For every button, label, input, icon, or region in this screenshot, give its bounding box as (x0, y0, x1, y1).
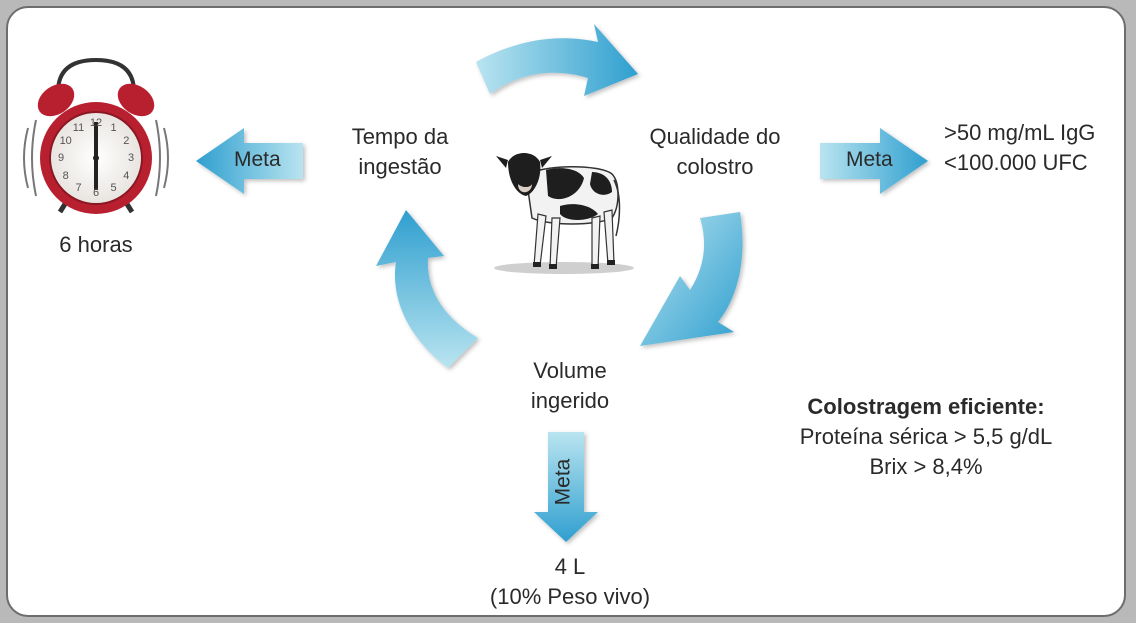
efficiency-line2: Brix > 8,4% (869, 454, 983, 479)
node-quality-line1: Qualidade do (649, 124, 781, 149)
node-quality-line2: colostro (676, 154, 754, 179)
clock-number: 10 (59, 134, 72, 147)
clock-number: 12 (89, 117, 103, 129)
node-volume-ingested: Volume ingerido (500, 356, 640, 416)
quality-goal-line1: >50 mg/mL IgG (944, 120, 1096, 145)
goal-arrow-left (196, 128, 303, 194)
volume-goal: 4 L (10% Peso vivo) (470, 552, 670, 612)
clock-number: 11 (72, 121, 85, 134)
efficiency-criteria: Colostragem eficiente: Proteína sérica >… (766, 392, 1086, 482)
node-volume-line2: ingerido (530, 388, 610, 413)
cycle-arrow-right (640, 212, 743, 346)
quality-goal: >50 mg/mL IgG <100.000 UFC (944, 118, 1095, 178)
clock-number: 3 (127, 152, 135, 164)
volume-goal-line1: 4 L (554, 554, 586, 579)
node-colostrum-quality: Qualidade do colostro (630, 122, 800, 182)
goal-arrow-down (534, 432, 598, 542)
cycle-arrow-left (376, 210, 478, 368)
goal-arrow-down-label: Meta (551, 458, 575, 506)
clock-number: 2 (123, 134, 130, 147)
efficiency-title: Colostragem eficiente: (807, 394, 1045, 419)
quality-goal-line2: <100.000 UFC (944, 150, 1088, 175)
clock-number: 6 (92, 187, 100, 199)
calf-icon (494, 153, 634, 274)
clock-number: 7 (75, 182, 82, 195)
clock-number: 5 (110, 182, 117, 195)
node-volume-line1: Volume (533, 358, 607, 383)
clock-number: 4 (123, 169, 130, 182)
goal-arrow-right (820, 128, 928, 194)
efficiency-line1: Proteína sérica > 5,5 g/dL (799, 424, 1053, 449)
cycle-arrow-top (476, 24, 638, 96)
goal-arrow-left-label: Meta (234, 148, 281, 171)
node-time-line2: ingestão (358, 154, 442, 179)
alarm-clock-icon (23, 57, 169, 214)
node-time-line1: Tempo da (351, 124, 449, 149)
clock-number: 8 (62, 169, 69, 182)
clock-number: 1 (110, 121, 117, 134)
clock-number: 9 (57, 152, 65, 164)
goal-arrow-right-label: Meta (846, 148, 893, 171)
node-time-of-ingestion: Tempo da ingestão (330, 122, 470, 182)
time-goal: 6 horas (59, 232, 133, 257)
volume-goal-line2: (10% Peso vivo) (489, 584, 651, 609)
